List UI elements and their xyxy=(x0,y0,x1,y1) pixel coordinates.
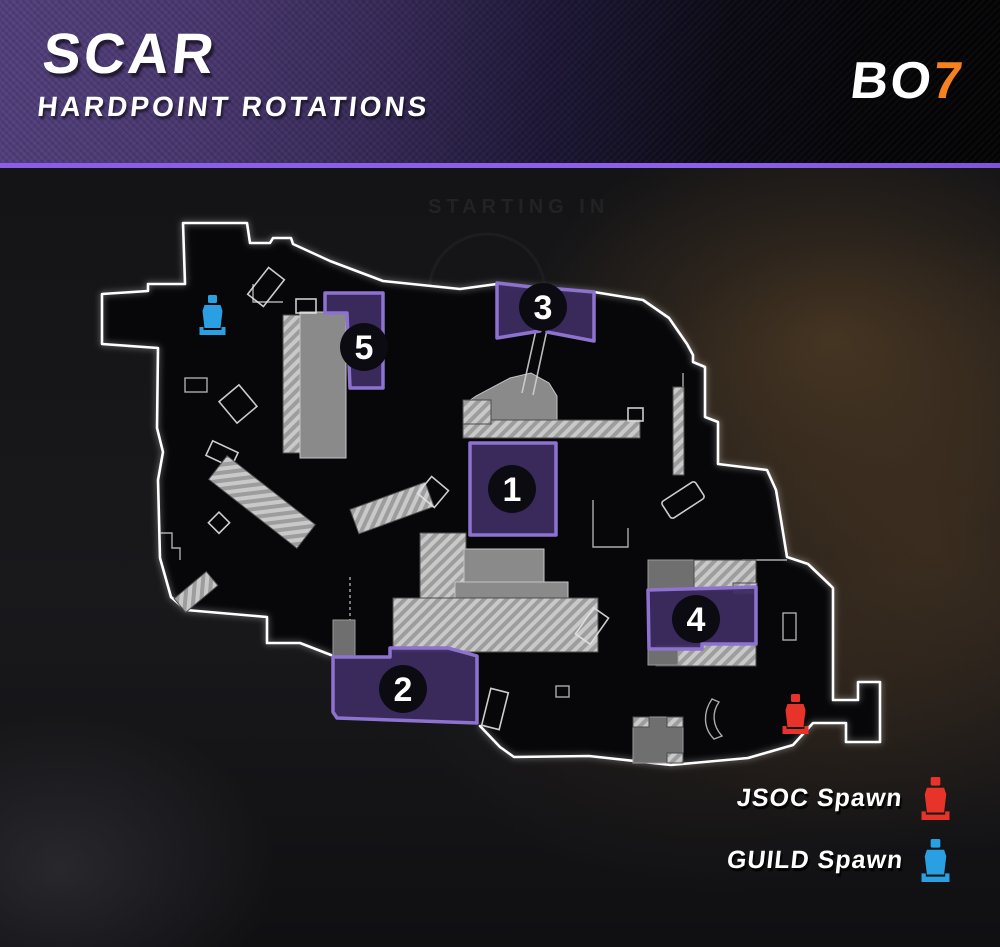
jsoc-spawn-icon xyxy=(921,777,950,820)
prop-hatched xyxy=(207,455,317,549)
map-outline xyxy=(100,221,882,767)
prop-outline xyxy=(246,266,286,308)
jsoc-spawn-icon-glyph xyxy=(922,777,950,820)
interior-walls xyxy=(160,284,797,740)
prop-outline xyxy=(416,475,450,509)
building-hatched xyxy=(282,314,301,454)
prop-outline xyxy=(207,510,231,535)
hardpoint-number-3: 3 xyxy=(534,289,553,327)
building-outline xyxy=(627,407,644,422)
buildings xyxy=(173,266,758,764)
building-outline xyxy=(295,298,317,314)
building-hatched xyxy=(462,399,492,425)
hardpoint-number-2: 2 xyxy=(394,671,413,709)
logo-prefix: BO xyxy=(847,52,937,110)
hardpoint-marker-1 xyxy=(488,465,536,513)
legend-label-guild: GUILD Spawn xyxy=(725,845,905,874)
building-hatched xyxy=(666,752,684,764)
hardpoint-marker-4 xyxy=(672,595,720,643)
legend-item-guild: GUILD Spawn xyxy=(725,838,950,882)
prop-hatched xyxy=(349,481,435,535)
building-gray xyxy=(647,559,695,591)
hardpoint-marker-2 xyxy=(379,665,427,713)
hardpoint-number-5: 5 xyxy=(355,329,374,367)
building-hatched xyxy=(666,716,684,728)
page-subtitle: HARDPOINT ROTATIONS xyxy=(35,91,432,122)
background-watermark: STARTING IN xyxy=(428,196,609,218)
prop-outline xyxy=(480,687,510,731)
building-gray xyxy=(332,619,356,657)
prop-hatched xyxy=(173,570,219,614)
building-hatched xyxy=(632,716,650,728)
logo-suffix: 7 xyxy=(929,52,968,110)
prop-outline xyxy=(217,383,259,425)
hardpoint-marker-5 xyxy=(340,323,388,371)
building-hatched xyxy=(392,597,599,653)
map-area: STARTING IN xyxy=(0,168,1000,947)
hardpoint-markers: 1 2 3 4 5 xyxy=(340,283,720,713)
title-block: SCAR HARDPOINT ROTATIONS xyxy=(35,22,438,122)
building-gray xyxy=(299,311,347,459)
prop-outline xyxy=(204,439,240,469)
hardpoint3-connectors xyxy=(521,329,548,396)
header-accent-line xyxy=(0,163,1000,168)
guild-spawn-icon-glyph xyxy=(922,839,950,882)
bo7-logo: BO7 xyxy=(847,52,968,110)
hardpoint-marker-3 xyxy=(519,283,567,331)
building-hatched xyxy=(672,386,685,476)
hardpoint-number-1: 1 xyxy=(503,471,522,509)
legend-item-jsoc: JSOC Spawn xyxy=(727,776,950,820)
prop-outline xyxy=(574,606,610,646)
map-svg: STARTING IN xyxy=(100,196,882,767)
building-hatched xyxy=(462,419,641,439)
guild-spawn-icon xyxy=(921,839,950,882)
prop-outline xyxy=(661,481,705,519)
spawn-legend: JSOC Spawn GUILD Spawn xyxy=(725,776,950,900)
header: SCAR HARDPOINT ROTATIONS BO7 xyxy=(0,0,1000,163)
map-title: SCAR xyxy=(39,22,220,86)
legend-label-jsoc: JSOC Spawn xyxy=(735,783,905,812)
hardpoint-number-4: 4 xyxy=(687,601,706,639)
